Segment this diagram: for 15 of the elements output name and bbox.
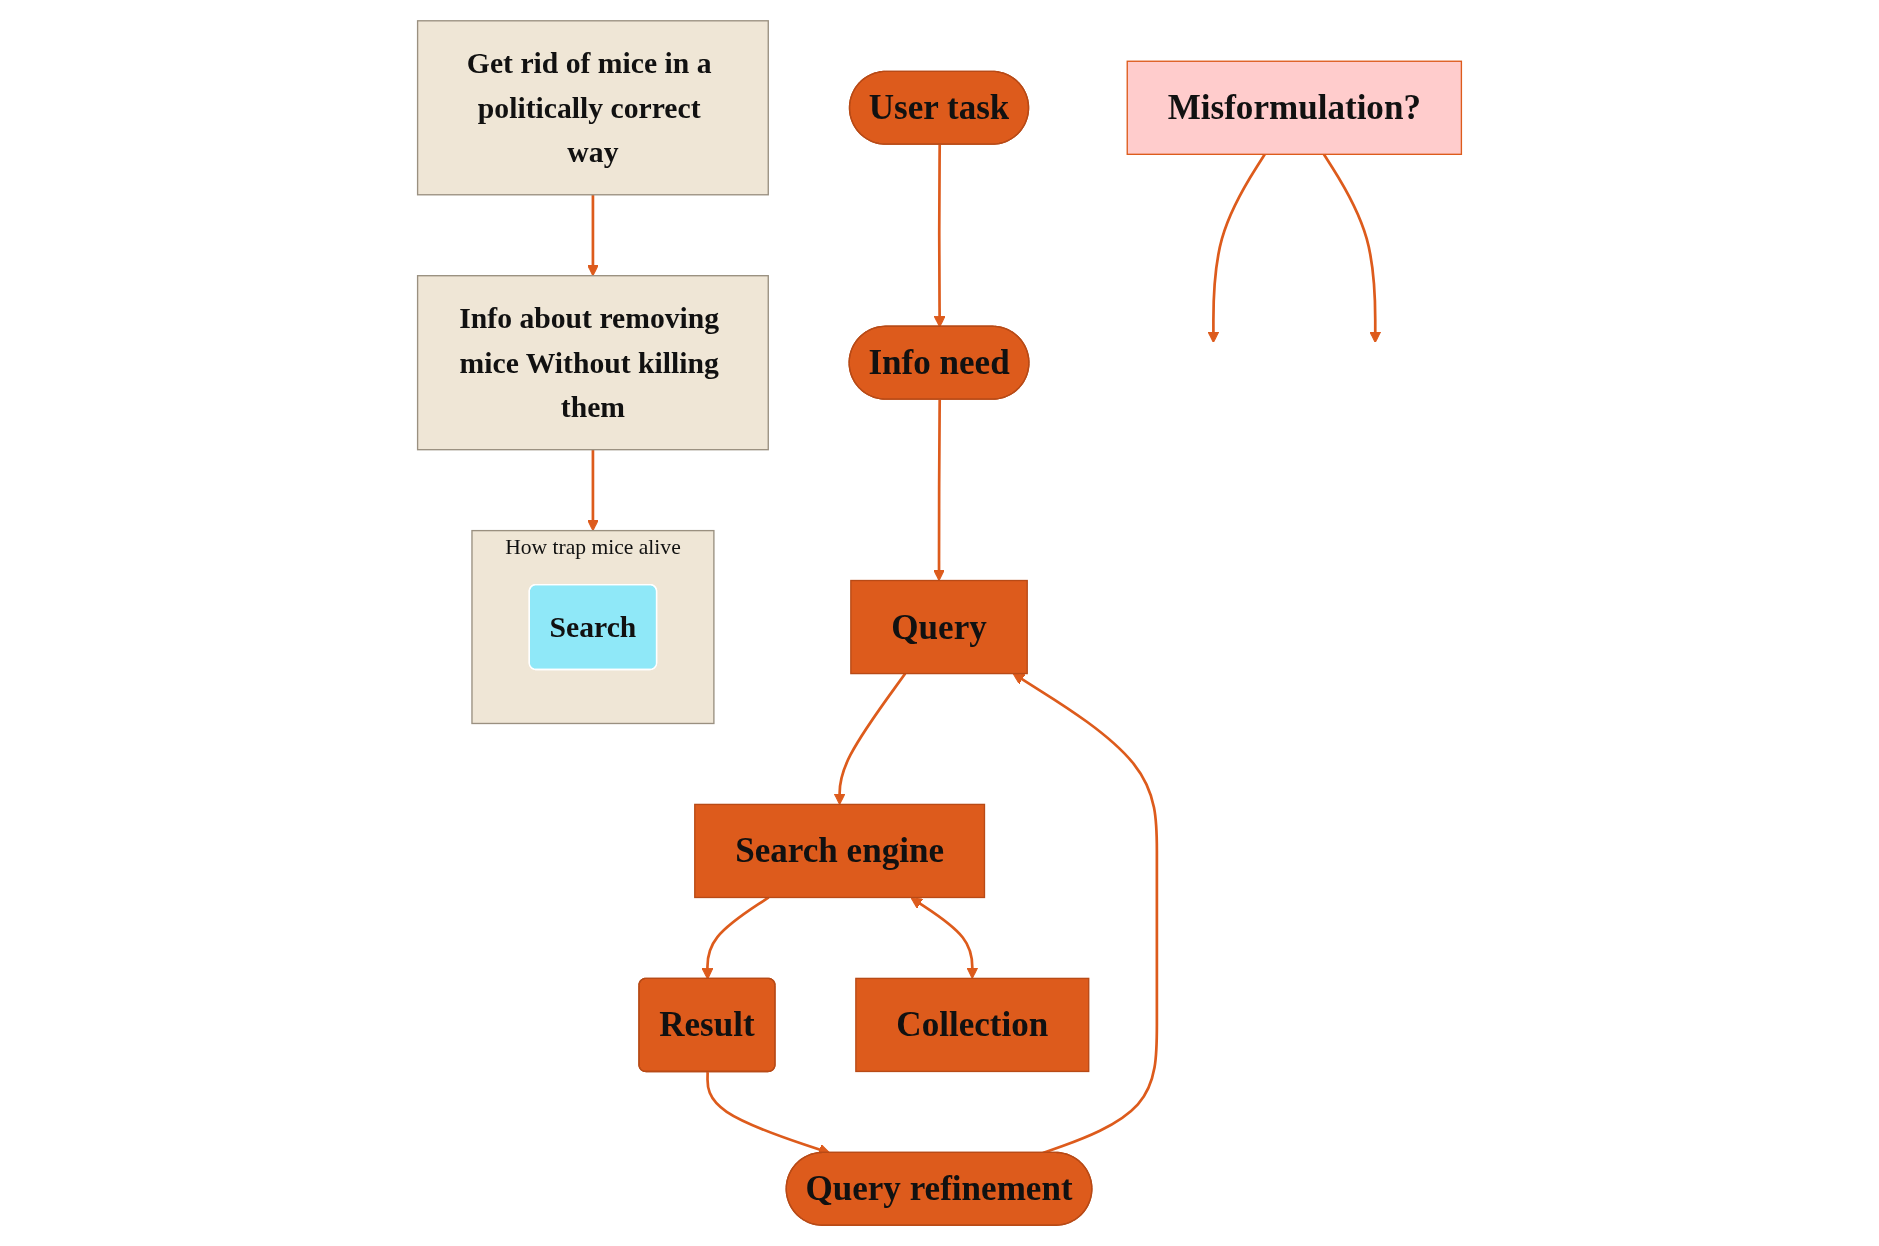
arrow [701,896,770,980]
node-box: Get rid of mice in a politically correct way [416,20,769,196]
arrow [587,194,599,277]
arrow [587,449,599,532]
arrow [933,144,946,328]
arrow [1322,153,1382,343]
node-box: Info about removing mice Without killing them [416,275,769,451]
arrow [1207,153,1266,343]
node-box: Misformulation? [1126,60,1463,155]
arrow [910,897,979,979]
node-box: Collection [855,977,1090,1073]
node-box: Search engine [694,803,986,899]
arrow [833,672,907,805]
node-box: Query [850,579,1028,675]
arrow [933,399,945,582]
